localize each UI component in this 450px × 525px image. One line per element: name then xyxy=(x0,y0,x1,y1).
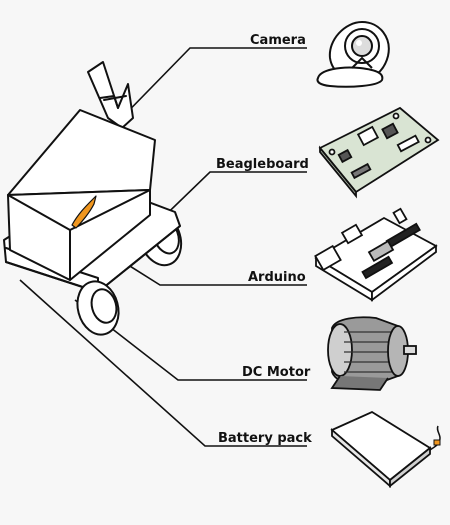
leader-line-arduino xyxy=(124,262,307,286)
label-arduino: Arduino xyxy=(248,270,306,285)
label-battery-pack: Battery pack xyxy=(218,431,312,446)
label-camera: Camera xyxy=(250,33,306,48)
camera-mast xyxy=(87,61,134,129)
robot-illustration xyxy=(3,61,183,336)
label-beagleboard: Beagleboard xyxy=(216,157,309,172)
webcam-illustration xyxy=(316,20,390,88)
fish-logo xyxy=(71,195,97,229)
battery-pack-illustration xyxy=(330,410,441,488)
box-top xyxy=(7,109,156,196)
dc-motor-illustration xyxy=(327,316,417,391)
beagleboard-illustration xyxy=(318,106,440,199)
label-dc-motor: DC Motor xyxy=(242,365,311,380)
leader-line-camera xyxy=(104,47,307,136)
box-front xyxy=(7,189,151,281)
arduino-illustration xyxy=(314,207,438,302)
leader-line-battery-pack xyxy=(19,279,307,447)
